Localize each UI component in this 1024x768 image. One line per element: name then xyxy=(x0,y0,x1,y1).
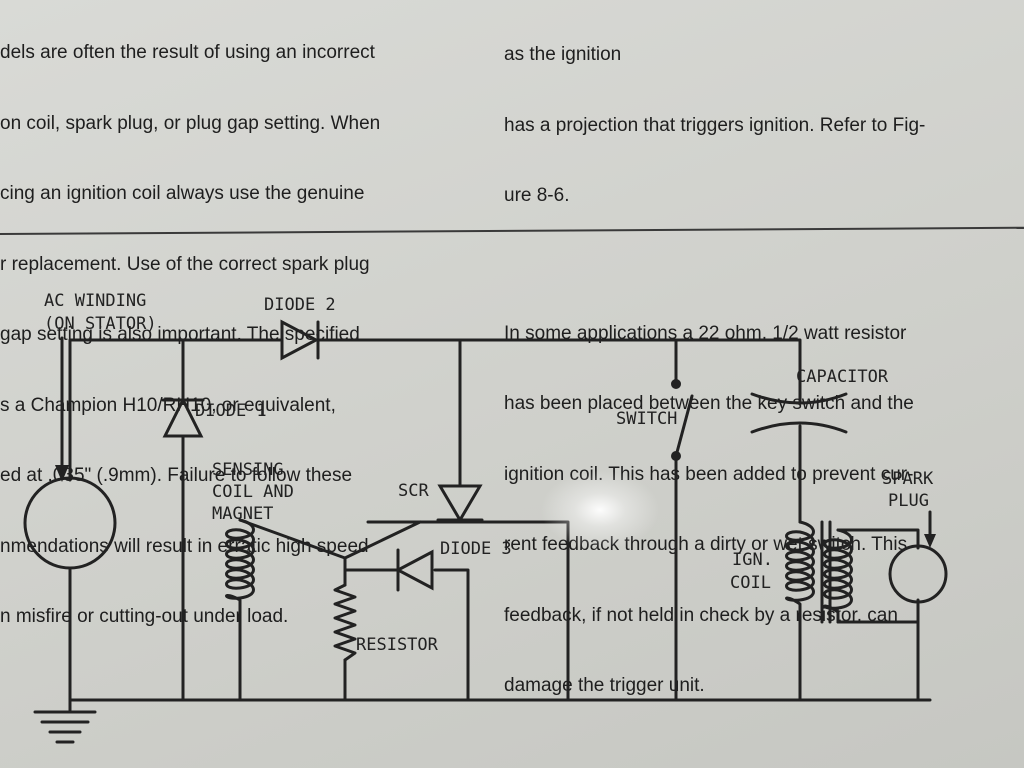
label-diode2: DIODE 2 xyxy=(264,295,336,315)
spark-plug-arrowhead xyxy=(924,534,936,548)
label-spark: SPARK xyxy=(882,469,934,489)
ac-winding-arrowhead xyxy=(55,465,69,482)
text-line: has a projection that triggers ignition.… xyxy=(504,114,926,136)
text-line: r replacement. Use of the correct spark … xyxy=(0,253,370,275)
wire-top-bus xyxy=(316,338,802,386)
text-line: damage the trigger unit. xyxy=(504,675,705,696)
label-diode1: DIODE 1 xyxy=(195,401,267,421)
label-coil: COIL xyxy=(730,573,771,593)
text-line: dels are often the result of using an in… xyxy=(0,42,375,63)
text-line: on coil, spark plug, or plug gap setting… xyxy=(0,112,381,134)
ign-coil-secondary-symbol xyxy=(823,528,853,624)
label-on-stator: (ON STATOR) xyxy=(44,314,157,334)
label-plug: PLUG xyxy=(888,491,929,511)
text-line: n misfire or cutting-out under load. xyxy=(0,606,289,627)
label-coil-and: COIL AND xyxy=(212,482,294,502)
sensing-coil-symbol xyxy=(225,518,255,610)
text-line: ure 8-6. xyxy=(504,185,570,206)
scr-symbol xyxy=(436,484,484,523)
text-line: cing an ignition coil always use the gen… xyxy=(0,183,365,204)
diode2-symbol xyxy=(280,319,320,361)
label-capacitor: CAPACITOR xyxy=(796,367,889,387)
label-switch: SWITCH xyxy=(616,409,677,429)
label-ac-winding: AC WINDING xyxy=(44,291,146,311)
label-diode3: DIODE 3 xyxy=(440,539,512,559)
wire-gate xyxy=(343,520,422,560)
resistor-symbol xyxy=(333,583,357,662)
ac-winding-symbol xyxy=(23,476,117,570)
text-line: In some applications a 22 ohm, 1/2 watt … xyxy=(504,322,907,344)
switch-symbol xyxy=(671,379,694,461)
text-line: as the ignition xyxy=(504,44,622,65)
label-scr: SCR xyxy=(398,481,429,501)
ground-symbol xyxy=(33,710,97,744)
ign-coil-primary-symbol xyxy=(785,520,815,622)
diode1-symbol xyxy=(161,396,205,438)
label-magnet: MAGNET xyxy=(212,504,273,524)
diode3-symbol xyxy=(394,548,434,592)
label-sensing: SENSING xyxy=(212,460,284,480)
text-line: feedback, if not held in check by a resi… xyxy=(504,604,898,626)
label-ign: IGN. xyxy=(732,550,773,570)
wire-top-left xyxy=(68,338,282,482)
wire-sensing-top xyxy=(238,518,347,560)
spark-plug-symbol xyxy=(888,544,948,604)
label-resistor: RESISTOR xyxy=(356,635,439,655)
wire-secondary-top xyxy=(836,528,920,550)
wire-diode3-right xyxy=(433,568,470,702)
